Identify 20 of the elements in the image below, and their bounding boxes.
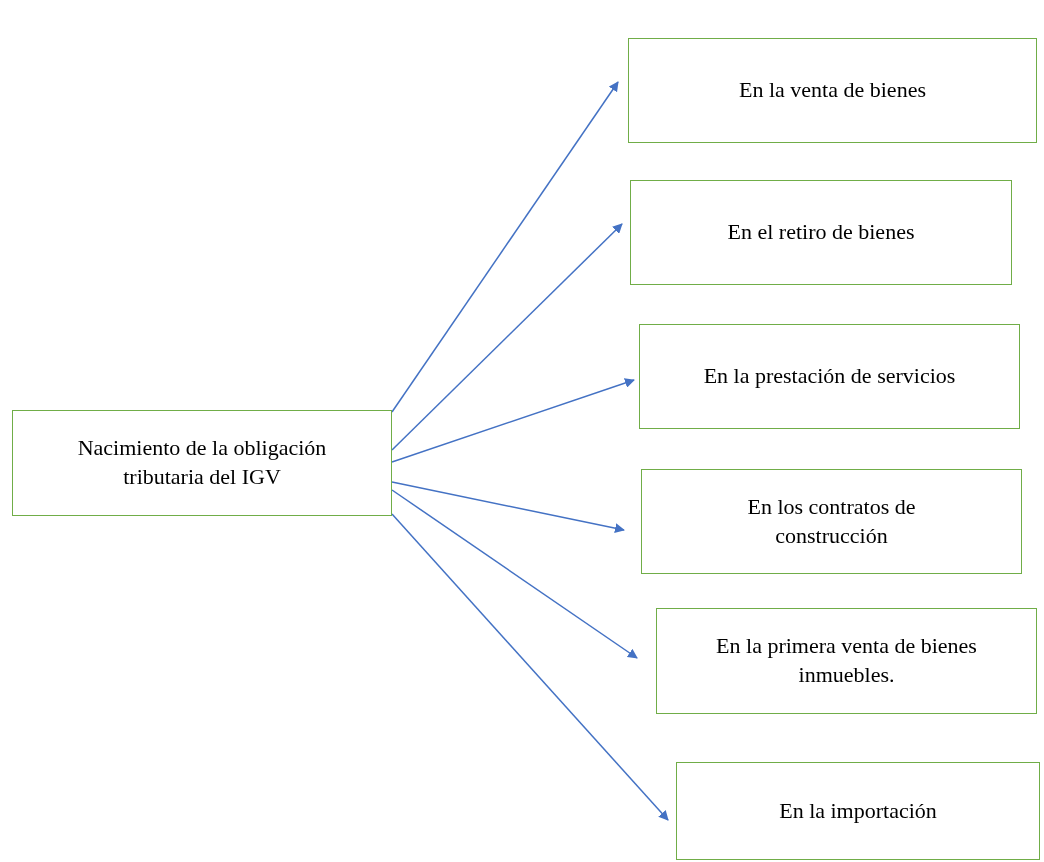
case-box — [628, 38, 1037, 143]
case-box — [639, 324, 1020, 429]
box-text: En la venta de bienes — [739, 76, 926, 105]
case-box — [641, 469, 1022, 574]
case-box — [656, 608, 1037, 714]
box-text: En la primera venta de bienes inmuebles. — [715, 632, 978, 689]
arrow — [391, 513, 669, 821]
arrow — [391, 81, 619, 413]
source-box — [12, 410, 392, 516]
case-box — [676, 762, 1040, 860]
arrow — [391, 489, 638, 659]
box-text: En la importación — [779, 796, 937, 825]
box-text: En la prestación de servicios — [703, 362, 956, 391]
box-text: En los contratos de construcción — [746, 492, 917, 550]
arrow — [391, 481, 625, 534]
arrow — [391, 378, 635, 463]
box-text: Nacimiento de la obligación tributaria del IGV — [76, 434, 328, 491]
box-text: En el retiro de bienes — [727, 218, 915, 247]
case-box — [630, 180, 1012, 285]
arrow — [391, 223, 623, 451]
